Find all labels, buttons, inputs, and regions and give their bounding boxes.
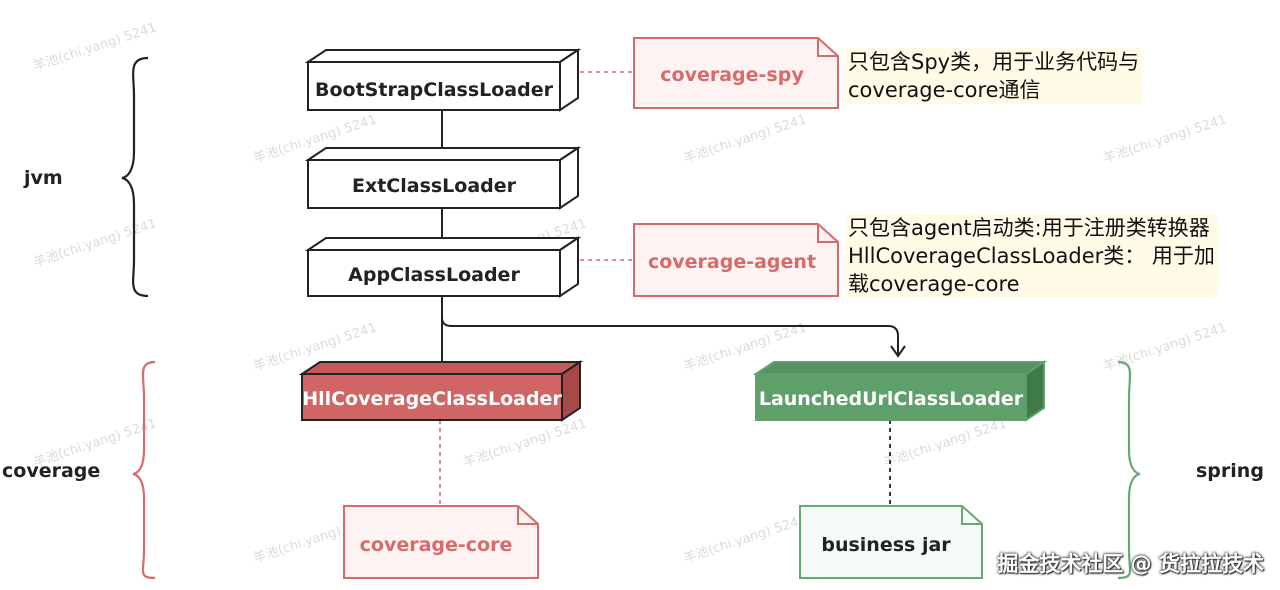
connector-app-launched: [441, 310, 899, 354]
spy-note: 只包含Spy类，用于业务代码与 coverage-core通信: [846, 48, 1142, 104]
spring-brace: [1117, 360, 1141, 580]
ext-classloader-box: ExtClassLoader: [304, 146, 582, 210]
coverage-brace: [132, 360, 156, 580]
footer-credit: 掘金技术社区 @ 货拉拉技术: [997, 552, 1264, 576]
app-classloader-box: AppClassLoader: [304, 236, 582, 298]
jvm-brace: [121, 56, 149, 298]
spy-note-line: 只包含Spy类，用于业务代码与: [848, 50, 1140, 74]
arrowhead-launched: [890, 345, 906, 358]
agent-note-line: HllCoverageClassLoader类： 用于加: [848, 244, 1215, 268]
jvm-group-label: jvm: [24, 167, 63, 189]
coverage-agent-label: coverage-agent: [648, 251, 816, 273]
coverage-group-label: coverage: [2, 460, 101, 482]
coverage-agent-jar: coverage-agent: [633, 223, 839, 297]
business-jar-label: business jar: [821, 534, 951, 556]
spy-note-line: coverage-core通信: [848, 78, 1041, 102]
coverage-spy-label: coverage-spy: [660, 64, 804, 86]
hll-coverage-classloader-box: HllCoverageClassLoader: [298, 360, 584, 422]
ext-classloader-label: ExtClassLoader: [352, 175, 517, 197]
coverage-core-jar: coverage-core: [343, 505, 539, 579]
app-classloader-label: AppClassLoader: [348, 264, 520, 286]
launched-url-classloader-box: LaunchedUrlClassLoader: [752, 360, 1048, 422]
bootstrap-classloader-box: BootStrapClassLoader: [304, 48, 582, 112]
agent-note: 只包含agent启动类:用于注册类转换器 HllCoverageClassLoa…: [846, 214, 1217, 298]
business-jar: business jar: [799, 505, 983, 579]
hll-coverage-classloader-label: HllCoverageClassLoader: [302, 388, 562, 410]
spring-group-label: spring: [1196, 460, 1264, 482]
launched-url-classloader-label: LaunchedUrlClassLoader: [759, 388, 1024, 410]
coverage-spy-jar: coverage-spy: [633, 37, 839, 109]
bootstrap-classloader-label: BootStrapClassLoader: [315, 79, 554, 101]
agent-note-line: 只包含agent启动类:用于注册类转换器: [848, 216, 1210, 240]
agent-note-line: 载coverage-core: [848, 272, 1020, 296]
coverage-core-label: coverage-core: [360, 534, 513, 556]
